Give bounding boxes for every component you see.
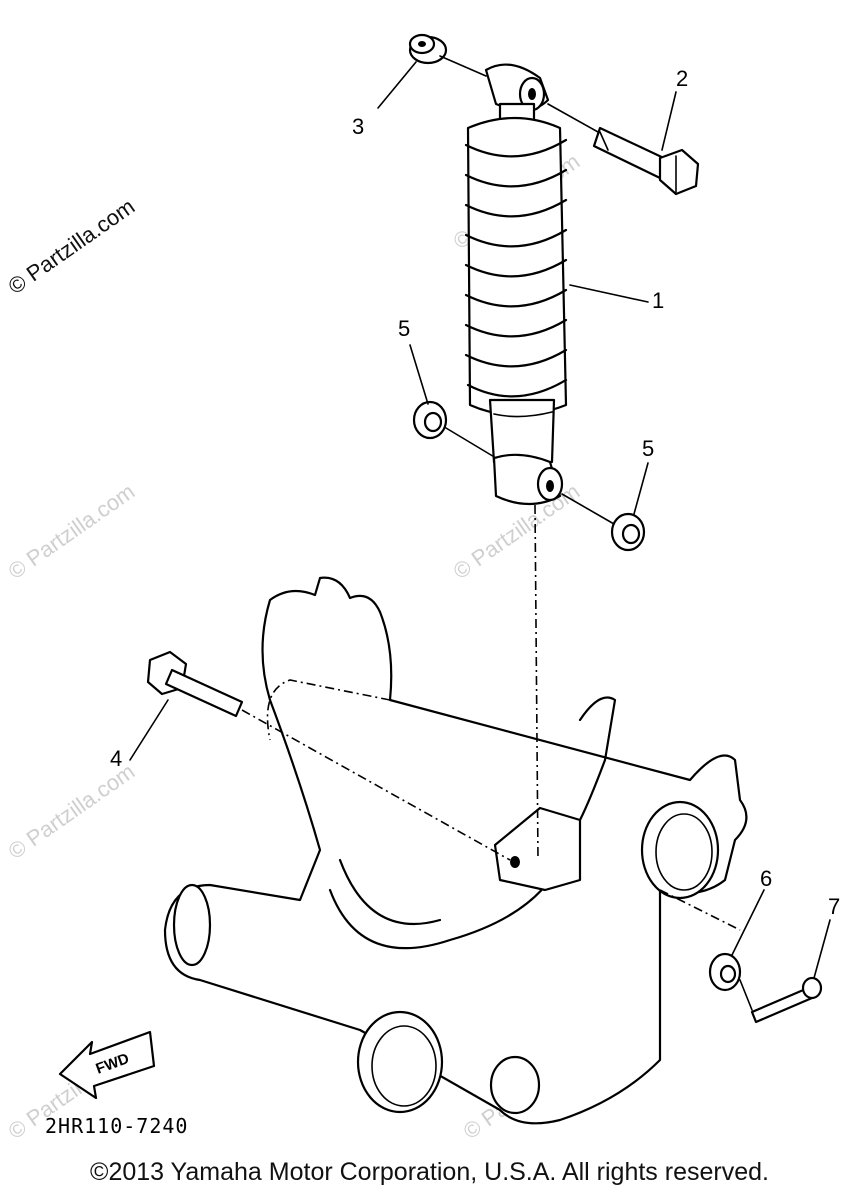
callout-labels: 1 2 3 4 5 5 6 7 <box>110 66 840 919</box>
diagram-code: 2HR110-7240 <box>45 1114 188 1138</box>
shock-absorber-part-1 <box>464 63 568 506</box>
copyright-notice: ©2013 Yamaha Motor Corporation, U.S.A. A… <box>90 1158 769 1186</box>
callout-5-upper: 5 <box>398 316 410 341</box>
callout-6: 6 <box>760 866 772 891</box>
assembly-lines <box>241 55 753 1011</box>
bolt-part-2 <box>592 126 700 196</box>
pivot-bolt-part-4 <box>146 650 244 718</box>
washer-part-5-upper <box>412 400 448 440</box>
leader-lines <box>129 61 831 979</box>
washer-part-6 <box>708 952 742 992</box>
watermark: © Partzilla.com <box>4 479 140 585</box>
callout-4: 4 <box>110 746 122 771</box>
callout-3: 3 <box>352 114 364 139</box>
watermark: © Partzilla.com <box>4 759 140 865</box>
callout-1: 1 <box>652 288 664 313</box>
cotter-pin-part-7 <box>750 976 823 1024</box>
nut-part-3 <box>408 33 448 65</box>
callout-5-lower: 5 <box>642 436 654 461</box>
washer-part-5-lower <box>610 512 646 552</box>
watermark-primary: © Partzilla.com <box>4 194 140 300</box>
callout-7: 7 <box>828 894 840 919</box>
callout-2: 2 <box>676 66 688 91</box>
coil-spring <box>464 116 568 417</box>
swing-arm <box>163 576 748 1125</box>
fwd-arrow: FWD <box>58 1030 156 1100</box>
